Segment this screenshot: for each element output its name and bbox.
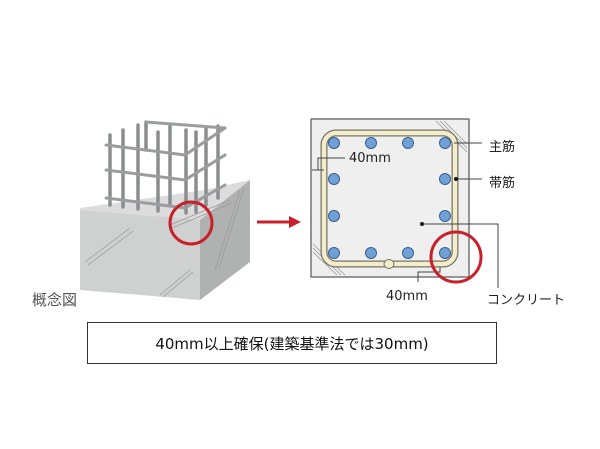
highlight-circle-section <box>429 230 483 284</box>
concrete-block-side <box>200 180 250 300</box>
highlight-circle <box>168 200 214 246</box>
cover-side-label: 40mm <box>349 151 391 166</box>
main-rebar-label: 主筋 <box>489 140 516 155</box>
concrete-block-front <box>80 210 200 300</box>
note-box: 40mm以上確保(建築基準法では30mm) <box>87 322 497 364</box>
concrete-label: コンクリート <box>487 293 566 308</box>
caption: 概念図 <box>32 291 78 309</box>
hoop-label: 帯筋 <box>489 176 516 191</box>
cover-bottom-label: 40mm <box>386 289 428 304</box>
arrow-icon <box>257 216 301 228</box>
note-text: 40mm以上確保(建築基準法では30mm) <box>155 334 429 353</box>
cross-section-diagram <box>310 118 499 288</box>
concept-3d-illustration <box>80 120 250 300</box>
